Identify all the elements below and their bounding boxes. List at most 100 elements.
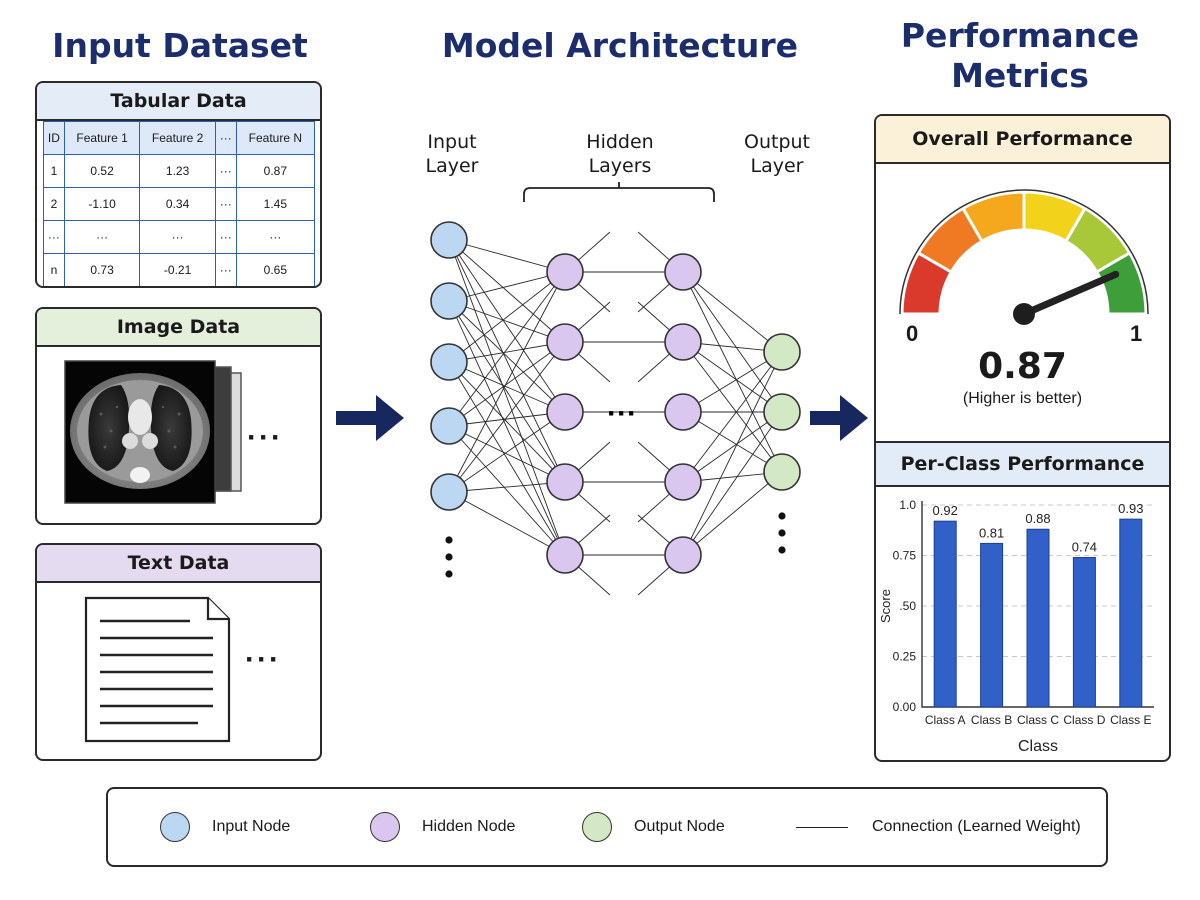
tabular-data-panel: Tabular Data ID Feature 1 Feature 2 ··· … <box>35 81 322 288</box>
hidden-node <box>664 463 702 501</box>
nodes-group <box>430 221 801 574</box>
table-header-cell: Feature 2 <box>139 121 216 155</box>
x-tick-label: Class C <box>1017 713 1059 727</box>
connection-line <box>448 300 566 556</box>
performance-metrics-title-line2: Metrics <box>951 56 1089 95</box>
table-cell: ··· <box>235 220 316 254</box>
legend-input-node: Input Node <box>160 789 290 865</box>
image-data-title: Image Data <box>37 309 320 347</box>
overall-score-value: 0.87 <box>978 346 1067 387</box>
table-cell: ··· <box>139 220 216 254</box>
bar-value-label: 0.81 <box>979 525 1004 540</box>
bar <box>1072 557 1096 708</box>
connection-line <box>448 239 566 343</box>
connection-line <box>448 341 566 363</box>
tabular-data-title: Tabular Data <box>37 83 320 121</box>
input-more-dots <box>445 536 453 578</box>
table-cell: ··· <box>43 220 65 254</box>
table-cell: ··· <box>214 220 237 254</box>
overall-score-note: (Higher is better) <box>962 390 1083 407</box>
table-cell: 1.23 <box>139 154 216 188</box>
table-cell: n <box>43 253 65 286</box>
connection-line <box>448 425 566 556</box>
between-hidden-ellipsis: ··· <box>607 397 637 430</box>
hidden-node-swatch-icon <box>370 812 400 842</box>
connection-line <box>448 361 566 556</box>
hidden-node <box>664 253 702 291</box>
input-layer-label-text: Input Layer <box>425 131 479 177</box>
table-row: n 0.73 -0.21 ··· 0.65 <box>43 253 316 286</box>
text-data-title: Text Data <box>37 545 320 583</box>
model-architecture-title: Model Architecture <box>441 26 799 65</box>
connection-line <box>448 239 566 273</box>
input-node <box>430 473 468 511</box>
per-class-section <box>876 441 1169 443</box>
connection-line <box>448 341 566 493</box>
table-header-row: ID Feature 1 Feature 2 ··· Feature N <box>43 121 316 155</box>
table-header-cell: Feature N <box>235 121 316 155</box>
output-node <box>763 453 801 491</box>
connection-line <box>448 300 566 413</box>
bar <box>980 542 1004 708</box>
table-cell: 0.34 <box>139 187 216 221</box>
connection-line <box>448 271 566 427</box>
arrow-right-icon <box>810 395 868 441</box>
hidden-node <box>546 536 584 574</box>
connection-line <box>448 271 566 493</box>
output-layer-label-text: Output Layer <box>744 131 810 177</box>
x-tick-label: Class E <box>1110 713 1151 727</box>
bar-value-label: 0.92 <box>933 503 958 518</box>
hidden-node <box>546 463 584 501</box>
overall-performance-title: Overall Performance <box>876 116 1169 164</box>
table-cell: ··· <box>214 253 237 286</box>
table-cell: 0.73 <box>63 253 141 286</box>
y-tick-label: 1.0 <box>899 498 916 512</box>
table-row: ··· ··· ··· ··· ··· <box>43 220 316 254</box>
legend-connection: Connection (Learned Weight) <box>796 789 1081 865</box>
x-axis-title: Class <box>1018 738 1058 755</box>
connection-line <box>682 411 783 483</box>
connection-line <box>448 425 566 483</box>
connection-line <box>682 351 783 483</box>
x-tick-label: Class B <box>971 713 1012 727</box>
table-row: 2 -1.10 0.34 ··· 1.45 <box>43 187 316 221</box>
output-node <box>763 333 801 371</box>
connection-line <box>448 239 566 483</box>
input-node <box>430 282 468 320</box>
legend: Input Node Hidden Node Output Node Conne… <box>106 787 1108 867</box>
legend-output-node-label: Output Node <box>634 818 725 835</box>
legend-hidden-node-label: Hidden Node <box>422 818 516 835</box>
neural-network-diagram: ··· <box>430 182 801 596</box>
table-cell: ··· <box>214 187 237 221</box>
connection-line <box>682 271 783 473</box>
hidden-node <box>664 393 702 431</box>
connection-line <box>448 411 566 427</box>
table-cell: -0.21 <box>139 253 216 286</box>
bar-value-label: 0.93 <box>1118 501 1143 516</box>
input-node <box>430 221 468 259</box>
x-tick-label: Class D <box>1063 713 1105 727</box>
gauge-outline <box>899 189 1149 315</box>
gauge-min-label: 0 <box>906 321 919 346</box>
connection-line <box>682 351 783 556</box>
y-tick-label: 0.25 <box>893 650 917 664</box>
connection-line <box>682 271 783 413</box>
connection-line <box>448 271 566 302</box>
hidden-layers-label-text: Hidden Layers <box>586 131 654 177</box>
bar-value-label: 0.88 <box>1025 511 1050 526</box>
y-tick-label: 0.75 <box>893 549 917 563</box>
output-node-swatch-icon <box>582 812 612 842</box>
connection-line-icon <box>796 826 848 828</box>
hidden-layers-brace <box>523 182 715 202</box>
connection-line <box>448 271 566 363</box>
tabular-data-table: ID Feature 1 Feature 2 ··· Feature N 1 0… <box>43 121 316 286</box>
input-node <box>430 343 468 381</box>
connection-line <box>682 471 783 556</box>
arrow-right-icon <box>336 395 404 441</box>
bar <box>933 520 957 708</box>
bar <box>1119 518 1143 708</box>
table-cell: -1.10 <box>63 187 141 221</box>
table-cell: 1 <box>43 154 65 188</box>
connection-line <box>682 411 783 473</box>
